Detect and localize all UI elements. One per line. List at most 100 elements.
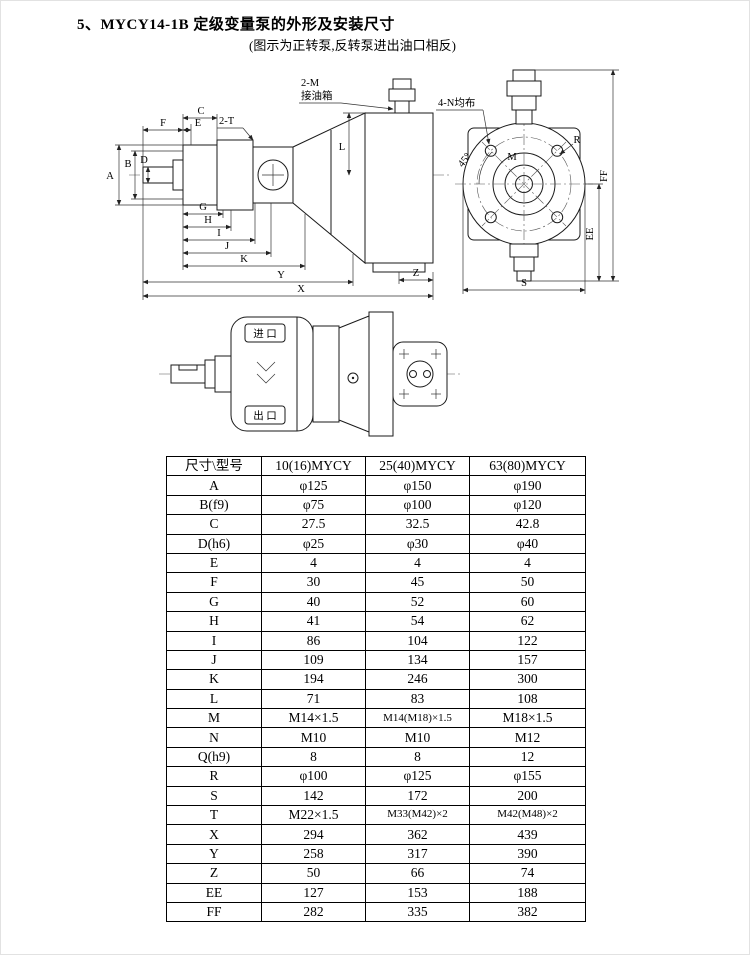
value-cell: 32.5	[365, 514, 470, 535]
value-cell: 282	[261, 901, 366, 923]
value-cell: 258	[261, 843, 366, 865]
value-cell: φ30	[365, 533, 470, 554]
rear-body	[364, 112, 434, 264]
value-cell: 27.5	[261, 514, 366, 535]
value-cell: 382	[469, 901, 586, 923]
bottom-port-body	[509, 243, 539, 258]
dim-label-x: X	[297, 284, 305, 295]
value-cell: φ150	[365, 475, 470, 496]
tank-label: 接油箱	[301, 89, 333, 102]
plan-rear-flange	[392, 341, 448, 407]
table-header-cell: 25(40)MYCY	[365, 455, 470, 477]
value-cell: 62	[469, 611, 586, 632]
pump-shaft	[142, 166, 174, 184]
value-cell: 83	[365, 688, 470, 710]
value-cell: 188	[469, 882, 586, 903]
param-cell: B(f9)	[166, 494, 262, 516]
value-cell: 194	[261, 669, 366, 690]
value-cell: φ100	[261, 766, 366, 787]
rear-center-bore	[406, 360, 434, 388]
dim-label-f: F	[160, 118, 166, 129]
value-cell: 157	[469, 649, 586, 671]
drain-port-dot	[351, 376, 355, 380]
shaft-key	[178, 364, 198, 371]
dim-label-r: R	[573, 135, 580, 146]
tank-valve-neck	[394, 100, 410, 114]
param-cell: A	[166, 475, 262, 496]
value-cell: M42(M48)×2	[469, 805, 586, 826]
param-cell: N	[166, 727, 262, 748]
bolt-hole	[551, 211, 564, 224]
top-port-flange	[511, 95, 537, 111]
value-cell: φ155	[469, 766, 586, 787]
value-cell: 122	[469, 630, 586, 651]
param-cell: J	[166, 649, 262, 671]
value-cell: 439	[469, 824, 586, 845]
bottom-port-neck	[513, 256, 535, 272]
table-header-cell: 尺寸\型号	[166, 455, 262, 477]
value-cell: 42.8	[469, 514, 586, 535]
value-cell: 12	[469, 746, 586, 768]
value-cell: 8	[365, 746, 470, 768]
value-cell: M12	[469, 727, 586, 748]
value-cell: φ120	[469, 494, 586, 516]
side-view: A B D F E C G	[106, 78, 449, 300]
table-header-cell: 10(16)MYCY	[261, 455, 366, 477]
top-port-body	[506, 80, 542, 97]
param-cell: R	[166, 766, 262, 787]
rear-small-bore	[409, 370, 417, 378]
param-cell: Y	[166, 843, 262, 865]
value-cell: 4	[365, 552, 470, 574]
value-cell: 390	[469, 843, 586, 865]
tank-port-label: 2-M	[301, 78, 320, 89]
plan-shaft-collar	[204, 359, 216, 389]
value-cell: φ190	[469, 475, 586, 496]
value-cell: M10	[365, 727, 470, 748]
param-cell: X	[166, 824, 262, 845]
dim-label-z: Z	[413, 268, 419, 279]
value-cell: 4	[469, 552, 586, 574]
value-cell: 109	[261, 649, 366, 671]
value-cell: φ125	[261, 475, 366, 496]
value-cell: 153	[365, 882, 470, 903]
dim-label-k: K	[240, 254, 248, 265]
flow-arrow	[256, 373, 276, 384]
param-cell: K	[166, 669, 262, 690]
param-cell: Z	[166, 863, 262, 884]
plan-rear-body	[368, 311, 394, 437]
t-port-label: 2-T	[219, 116, 235, 127]
dim-label-d: D	[140, 155, 148, 166]
side-port-circle	[257, 159, 289, 191]
value-cell: 50	[261, 863, 366, 884]
value-cell: 127	[261, 882, 366, 903]
value-cell: 52	[365, 591, 470, 613]
value-cell: 104	[365, 630, 470, 651]
value-cell: 45	[365, 572, 470, 593]
plan-shaft-boss	[214, 355, 232, 393]
dim-label-a: A	[106, 171, 114, 182]
